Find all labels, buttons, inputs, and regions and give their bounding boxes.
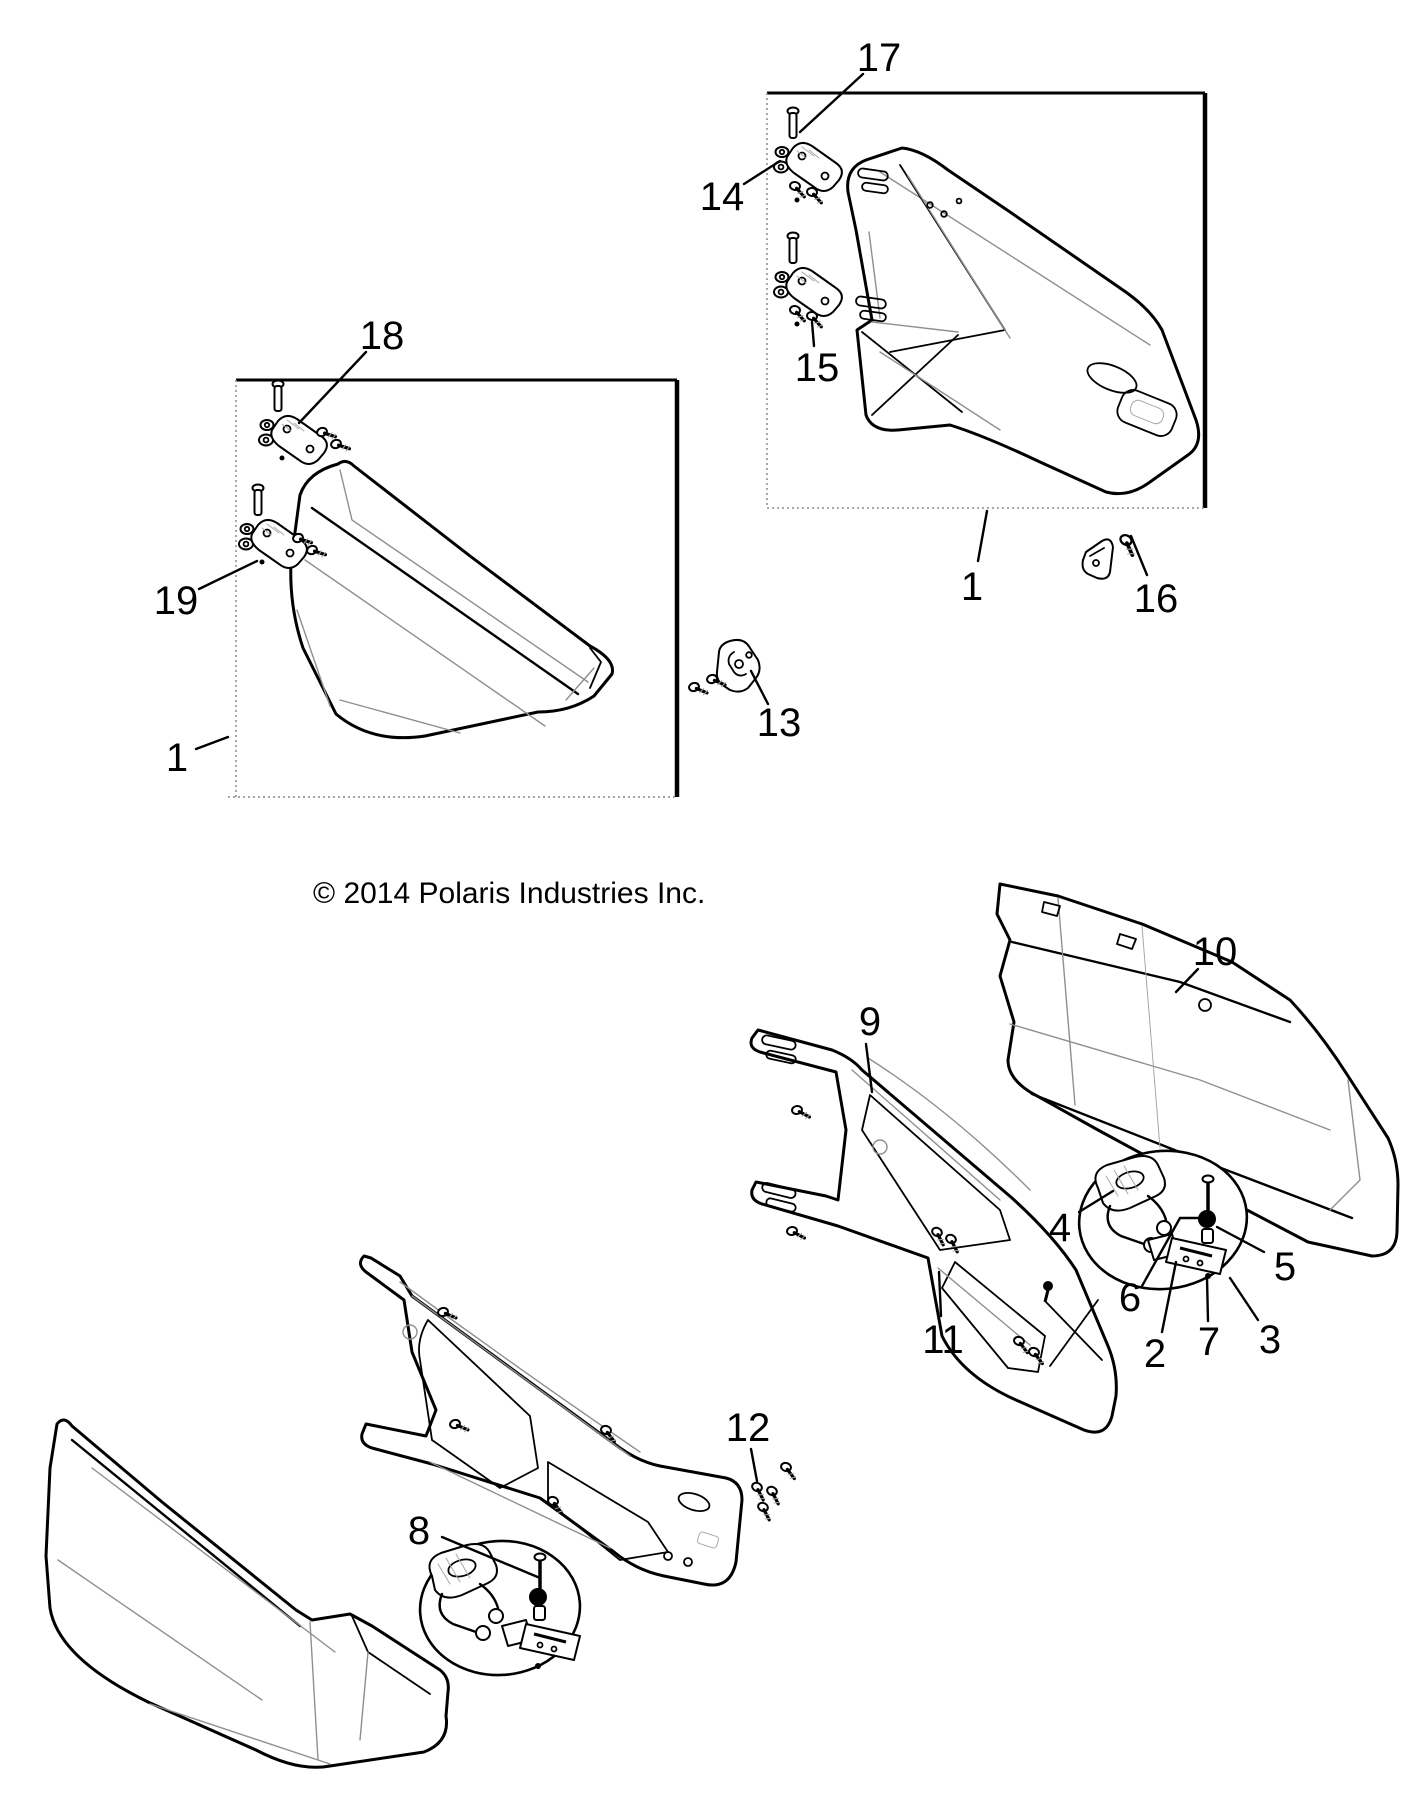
callout-leader-7 [1205, 1276, 1210, 1323]
callout-label-7: 7 [1198, 1320, 1220, 1364]
latch-bolt-5 [1198, 1174, 1216, 1228]
callout-leader-2 [1160, 1260, 1178, 1334]
door-skin-front-left [289, 459, 615, 740]
callout-leader-17 [798, 72, 865, 134]
latch-detail-left [418, 1539, 582, 1677]
callout-leader-12 [749, 1447, 759, 1483]
door-frame-rear-tube [749, 1028, 1118, 1434]
door-frame-front-right [846, 146, 1201, 496]
callout-leader-8 [440, 1535, 542, 1580]
callout-label-12: 12 [726, 1406, 771, 1450]
callout-label-2: 2 [1144, 1332, 1166, 1376]
callout-leader-5 [1215, 1225, 1266, 1254]
hinge-upper-right [773, 106, 843, 206]
callout-label-19: 19 [154, 579, 199, 623]
callout-label-5: 5 [1274, 1245, 1296, 1289]
callout-leader-6 [1140, 1216, 1200, 1288]
door-frame-front-left-tube [359, 1254, 801, 1587]
callout-label-8: 8 [408, 1509, 430, 1553]
callout-label-18: 18 [360, 314, 405, 358]
door-skin-bottom-left [44, 1418, 450, 1769]
callout-leader-14 [742, 159, 782, 186]
door-panel-rear-right [995, 882, 1400, 1258]
callout-label-14: 14 [700, 175, 745, 219]
callout-leader-3 [1228, 1276, 1260, 1322]
callout-leader-13 [749, 669, 770, 706]
callout-leader-15 [810, 320, 816, 348]
callout-label-15: 15 [795, 346, 840, 390]
callout-label-1-left: 1 [166, 736, 188, 780]
latch-striker-13 [686, 638, 761, 700]
hinge-upper-left [258, 379, 353, 465]
callout-label-10: 10 [1193, 930, 1238, 974]
callout-leader-1-right [976, 509, 989, 563]
callout-label-1-right: 1 [961, 565, 983, 609]
door-handle-8 [428, 1543, 504, 1641]
assembly-box-right [766, 91, 1208, 509]
latch-spacer-7 [1201, 1228, 1214, 1244]
assembly-box-left [228, 378, 680, 798]
callout-label-16: 16 [1134, 577, 1179, 621]
callout-label-17: 17 [857, 36, 902, 80]
callout-label-9: 9 [859, 1000, 881, 1044]
latch-spacer-left [533, 1605, 546, 1621]
callout-leader-1-left [194, 735, 230, 751]
latch-bolt-left [529, 1552, 547, 1606]
latch-assembly-left [501, 1619, 581, 1661]
callout-leader-10 [1174, 967, 1200, 994]
callout-label-13: 13 [757, 701, 802, 745]
callout-label-3: 3 [1259, 1318, 1281, 1362]
callout-label-6: 6 [1119, 1276, 1141, 1320]
hinge-lower-left [238, 483, 329, 569]
callout-label-4: 4 [1049, 1206, 1071, 1250]
callout-leader-9 [864, 1042, 874, 1094]
callout-leader-4 [1077, 1189, 1115, 1214]
screw-cluster-12 [746, 1479, 787, 1523]
copyright-text: © 2014 Polaris Industries Inc. [313, 877, 705, 910]
latch-striker-16 [1081, 531, 1143, 580]
callout-leader-19 [197, 559, 259, 591]
callout-label-11: 11 [922, 1318, 964, 1362]
hinge-lower-right [773, 231, 843, 330]
callout-leader-16 [1129, 534, 1149, 577]
callout-leader-11 [937, 1270, 943, 1318]
callout-leader-18 [297, 350, 368, 425]
